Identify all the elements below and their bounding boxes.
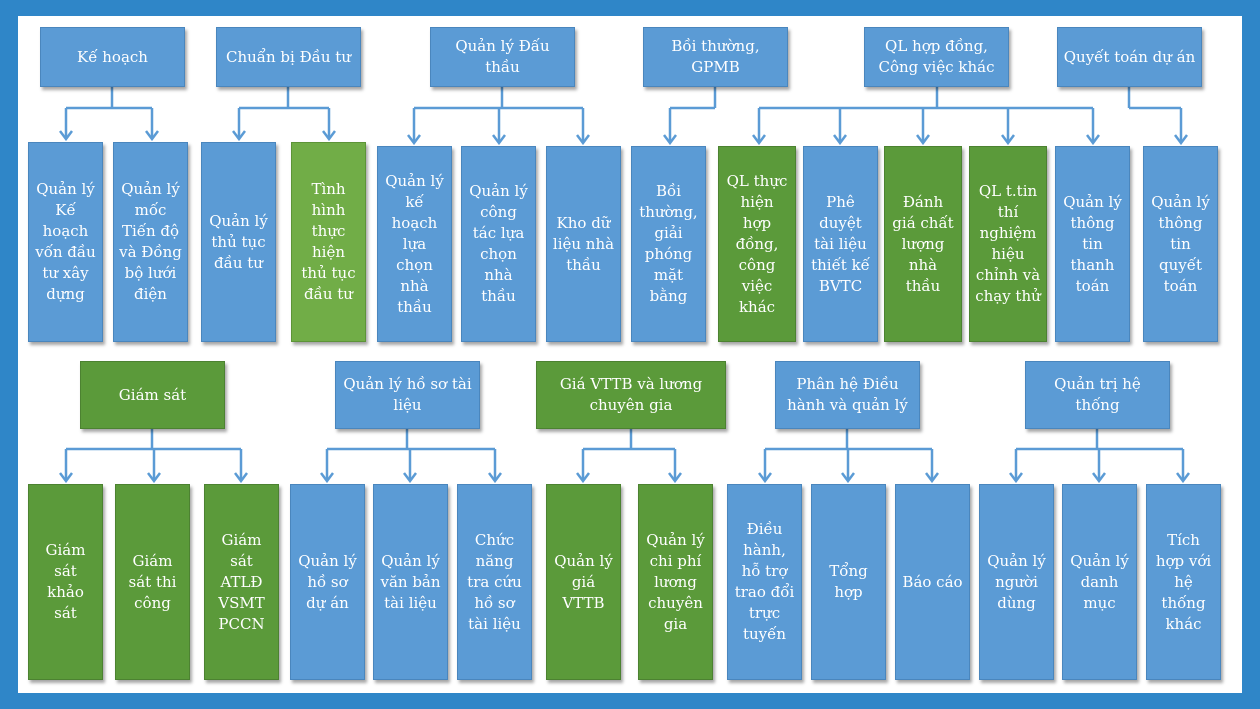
connector-arrow-icon: [147, 472, 161, 484]
connector-arrow-icon: [145, 130, 159, 142]
connector-arrow-icon: [1092, 472, 1106, 484]
node-kho-du-lieu-nha-thau: Kho dữ liệu nhà thầu: [546, 146, 621, 342]
node-cong-tac-lcnt: Quản lý công tác lựa chọn nhà thầu: [461, 146, 536, 342]
node-van-ban-tai-lieu: Quản lý văn bản tài liệu: [373, 484, 448, 680]
node-boi-thuong-gpmb: Bồi thường, giải phóng mặt bằng: [631, 146, 706, 342]
connector-arrow-icon: [576, 134, 590, 146]
node-ke-hoach-lcnt: Quản lý kế hoạch lựa chọn nhà thầu: [377, 146, 452, 342]
node-tra-cuu-ho-so: Chức năng tra cứu hồ sơ tài liệu: [457, 484, 532, 680]
group-header-gia-vttb: Giá VTTB và lương chuyên gia: [536, 361, 726, 429]
node-thong-tin-quyet-toan: Quản lý thông tin quyết toán: [1143, 146, 1218, 342]
connector-arrow-icon: [403, 472, 417, 484]
connector-arrow-icon: [1001, 134, 1015, 146]
node-thong-tin-thanh-toan: Quản lý thông tin thanh toán: [1055, 146, 1130, 342]
connector-arrow-icon: [1009, 472, 1023, 484]
node-ql-thuc-hien-hop-dong: QL thực hiện hợp đồng, công việc khác: [718, 146, 796, 342]
connector-arrow-icon: [59, 130, 73, 142]
node-thu-tuc-dau-tu: Quản lý thủ tục đầu tư: [201, 142, 276, 342]
group-header-dieu-hanh: Phân hệ Điều hành và quản lý: [775, 361, 920, 429]
connector-lines: [59, 87, 1190, 484]
connector-arrow-icon: [576, 472, 590, 484]
node-thi-nghiem-hieu-chinh: QL t.tin thí nghiệm hiệu chỉnh và chạy t…: [969, 146, 1047, 342]
group-header-chuan-bi-dau-tu: Chuẩn bị Đầu tư: [216, 27, 361, 87]
group-header-quyet-toan: Quyết toán dự án: [1057, 27, 1202, 87]
node-giam-sat-khao-sat: Giám sát khảo sát: [28, 484, 103, 680]
node-tong-hop: Tổng hợp: [811, 484, 886, 680]
connector-arrow-icon: [833, 134, 847, 146]
connector-arrow-icon: [232, 130, 246, 142]
connector-arrow-icon: [752, 134, 766, 146]
node-danh-muc: Quản lý danh mục: [1062, 484, 1137, 680]
node-ke-hoach-von: Quản lý Kế hoạch vốn đầu tư xây dựng: [28, 142, 103, 342]
group-header-giam-sat: Giám sát: [80, 361, 225, 429]
node-tinh-hinh-thu-tuc: Tình hình thực hiện thủ tục đầu tư: [291, 142, 366, 342]
node-dieu-hanh-truc-tuyen: Điều hành, hỗ trợ trao đổi trực tuyến: [727, 484, 802, 680]
node-luong-chuyen-gia: Quản lý chi phí lương chuyên gia: [638, 484, 713, 680]
connector-arrow-icon: [1176, 472, 1190, 484]
diagram-canvas: Kế hoạch Chuẩn bị Đầu tư Quản lý Đấu thầ…: [18, 16, 1242, 693]
group-header-ke-hoach: Kế hoạch: [40, 27, 185, 87]
connector-arrow-icon: [1174, 134, 1188, 146]
connector-arrow-icon: [488, 472, 502, 484]
connector-arrow-icon: [407, 134, 421, 146]
connector-arrow-icon: [663, 134, 677, 146]
connector-arrow-icon: [916, 134, 930, 146]
group-header-quan-tri: Quản trị hệ thống: [1025, 361, 1170, 429]
node-ho-so-du-an: Quản lý hồ sơ dự án: [290, 484, 365, 680]
node-danh-gia-nha-thau: Đánh giá chất lượng nhà thầu: [884, 146, 962, 342]
node-tich-hop: Tích hợp với hệ thống khác: [1146, 484, 1221, 680]
connector-arrow-icon: [492, 134, 506, 146]
node-nguoi-dung: Quản lý người dùng: [979, 484, 1054, 680]
node-giam-sat-atld: Giám sát ATLĐ VSMT PCCN: [204, 484, 279, 680]
connector-arrow-icon: [234, 472, 248, 484]
connector-arrow-icon: [668, 472, 682, 484]
connector-arrow-icon: [758, 472, 772, 484]
node-gia-vttb: Quản lý giá VTTB: [546, 484, 621, 680]
group-header-boi-thuong: Bồi thường, GPMB: [643, 27, 788, 87]
connector-arrow-icon: [1086, 134, 1100, 146]
group-header-quan-ly-dau-thau: Quản lý Đấu thầu: [430, 27, 575, 87]
connector-arrow-icon: [322, 130, 336, 142]
node-giam-sat-thi-cong: Giám sát thi công: [115, 484, 190, 680]
node-bao-cao: Báo cáo: [895, 484, 970, 680]
connector-arrow-icon: [925, 472, 939, 484]
node-moc-tien-do: Quản lý mốc Tiến độ và Đồng bộ lưới điện: [113, 142, 188, 342]
connector-arrow-icon: [59, 472, 73, 484]
connector-arrow-icon: [320, 472, 334, 484]
group-header-ho-so-tai-lieu: Quản lý hồ sơ tài liệu: [335, 361, 480, 429]
group-header-ql-hop-dong: QL hợp đồng, Công việc khác: [864, 27, 1009, 87]
node-phe-duyet-bvtc: Phê duyệt tài liệu thiết kế BVTC: [803, 146, 878, 342]
connector-arrow-icon: [841, 472, 855, 484]
